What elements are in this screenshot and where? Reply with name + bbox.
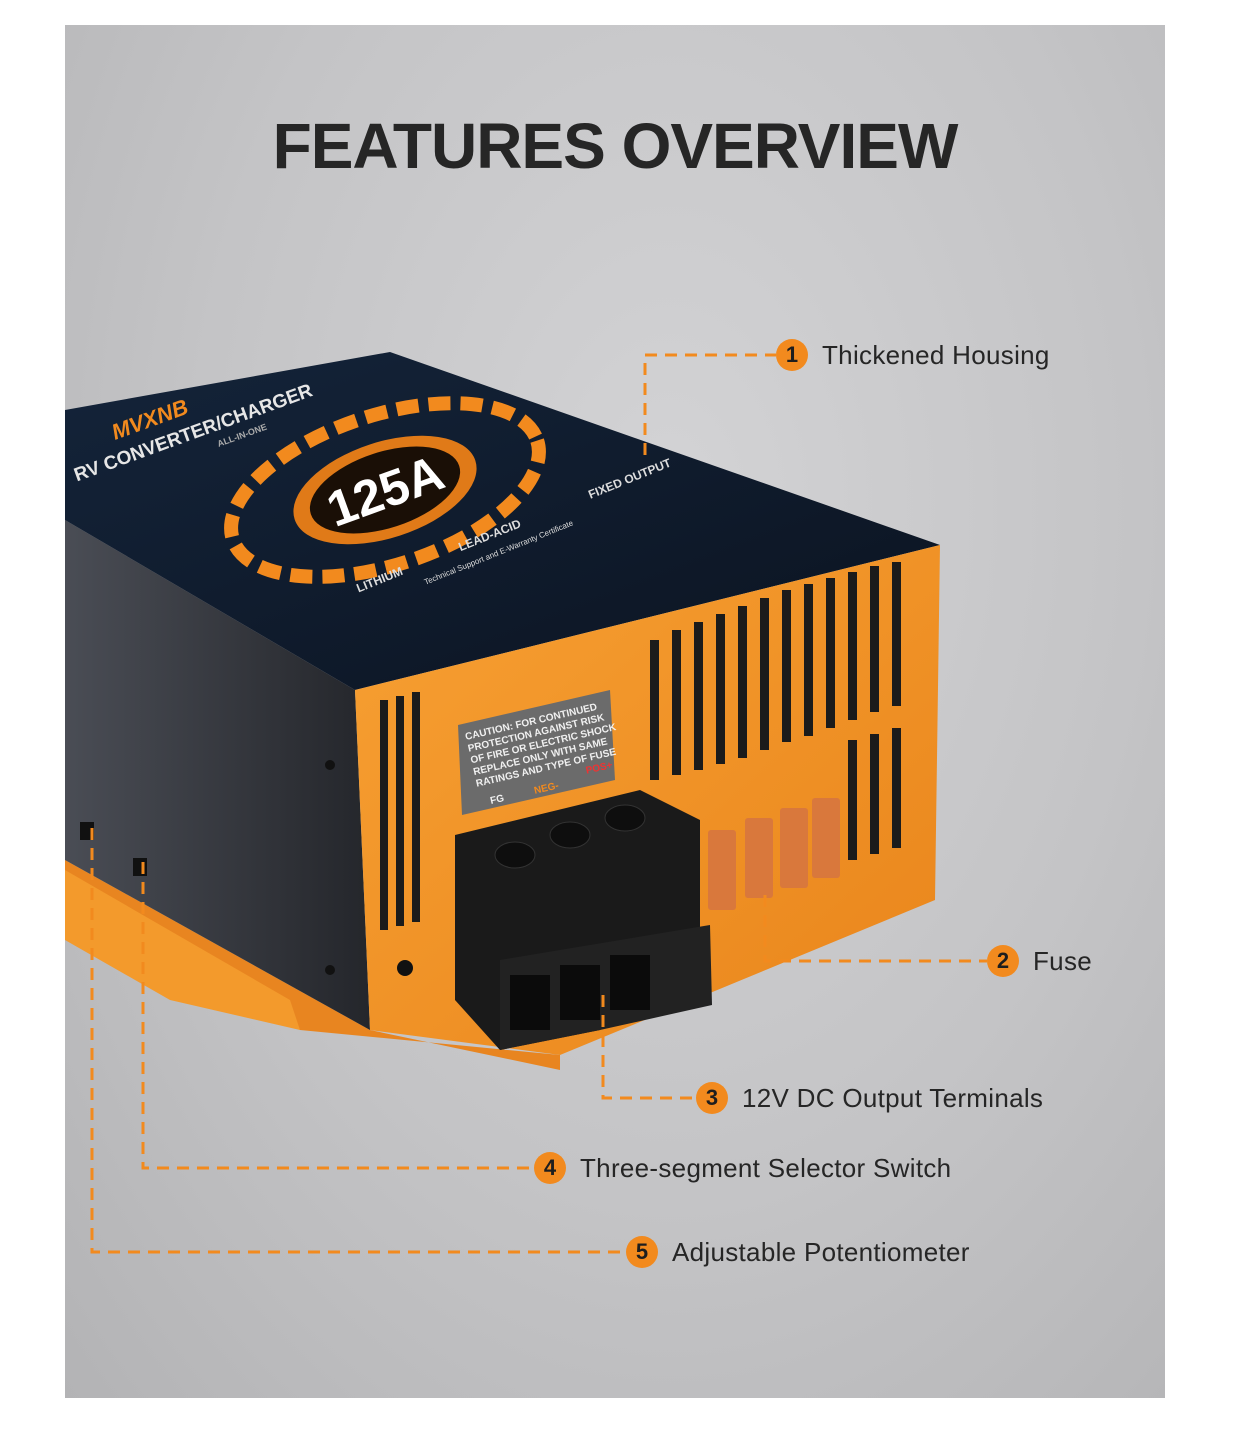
rv-converter-charger-image: CAUTION: FOR CONTINUED PROTECTION AGAINS… [65,352,987,1254]
feature-label: Adjustable Potentiometer [672,1236,970,1267]
neg-label: NEG- [533,780,560,796]
feature-label: 12V DC Output Terminals [742,1082,1044,1113]
housing-side [65,520,370,1030]
fuses [708,798,840,910]
feature-callout-4: 4 Three-segment Selector Switch [534,1152,951,1184]
feature-number-badge: 4 [534,1152,566,1184]
callout-line-4 [141,862,534,1170]
selector-switch [133,858,147,876]
page-title: FEATURES OVERVIEW [272,110,959,182]
base-flange [65,860,560,1070]
vent-slots [380,562,901,930]
fg-label: FG [489,793,505,807]
feature-callout-2: 2 Fuse [987,945,1092,977]
feature-callout-1: 1 Thickened Housing [776,339,1050,371]
callout-line-2 [763,895,987,963]
output-terminal-block [455,790,712,1050]
housing-top [65,352,940,690]
feature-number-badge: 3 [696,1082,728,1114]
feature-number-badge: 2 [987,945,1019,977]
callout-line-5 [90,828,626,1254]
callout-line-1 [643,353,776,455]
features-panel: FEATURES OVERVIEW [65,25,1165,1398]
callout-line-3 [601,995,696,1100]
feature-number-badge: 5 [626,1236,658,1268]
feature-label: Fuse [1033,945,1093,976]
feature-callout-5: 5 Adjustable Potentiometer [626,1236,970,1268]
feature-label: Three-segment Selector Switch [580,1152,952,1183]
feature-number-badge: 1 [776,339,808,371]
caution-label [458,690,615,815]
callout-lines [90,353,987,1254]
feature-label: Thickened Housing [822,339,1050,370]
feature-callout-3: 3 12V DC Output Terminals [696,1082,1043,1114]
rating-gauge: 125A [224,396,546,584]
